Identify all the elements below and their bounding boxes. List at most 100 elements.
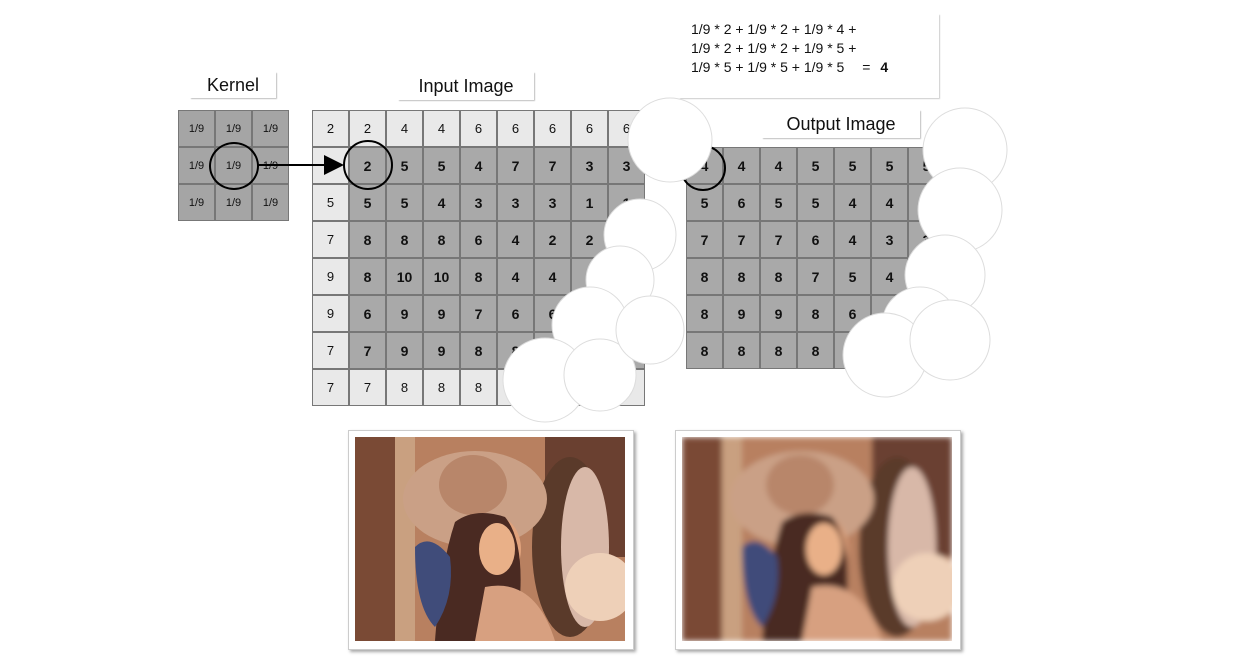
input-cell: 4 — [386, 110, 423, 147]
input-cell: 3 — [497, 184, 534, 221]
output-cell: 8 — [797, 332, 834, 369]
output-cell: 5 — [871, 147, 908, 184]
input-cell: 7 — [349, 369, 386, 406]
output-cell: 4 — [834, 184, 871, 221]
output-cell: 3 — [871, 221, 908, 258]
formula-box: 1/9 * 2 + 1/9 * 2 + 1/9 * 4 + 1/9 * 2 + … — [679, 14, 939, 98]
original-photo — [355, 437, 625, 641]
input-cell: 7 — [460, 295, 497, 332]
input-cell: 6 — [497, 110, 534, 147]
formula-result: 4 — [880, 59, 889, 75]
input-cell: 6 — [349, 295, 386, 332]
output-cell: 5 — [686, 184, 723, 221]
blurred-photo-frame — [675, 430, 961, 650]
input-cell: 10 — [386, 258, 423, 295]
input-cell: 7 — [349, 332, 386, 369]
output-cloud-mask — [842, 107, 1008, 398]
formula-line-2: 1/9 * 2 + 1/9 * 2 + 1/9 * 5 + — [691, 40, 857, 56]
kernel-cell: 1/9 — [215, 110, 252, 147]
input-cell: 7 — [312, 221, 349, 258]
output-cell: 4 — [760, 147, 797, 184]
input-cell: 3 — [571, 147, 608, 184]
output-cell: 8 — [686, 295, 723, 332]
kernel-cell: 1/9 — [215, 184, 252, 221]
output-cell: 5 — [834, 147, 871, 184]
formula-line-3: 1/9 * 5 + 1/9 * 5 + 1/9 * 5 = 4 — [691, 59, 889, 75]
output-cell: 5 — [834, 258, 871, 295]
output-cell: 6 — [723, 184, 760, 221]
input-cell: 9 — [423, 295, 460, 332]
input-cell: 9 — [312, 295, 349, 332]
input-focus-circle — [343, 140, 393, 190]
output-cell: 8 — [723, 332, 760, 369]
input-cell: 5 — [312, 184, 349, 221]
output-cell: 8 — [723, 258, 760, 295]
output-cell: 8 — [797, 295, 834, 332]
output-cell: 7 — [797, 258, 834, 295]
output-cell: 6 — [797, 221, 834, 258]
input-cell: 7 — [312, 369, 349, 406]
output-cell: 4 — [871, 184, 908, 221]
input-cell: 8 — [349, 258, 386, 295]
output-cell: 8 — [760, 332, 797, 369]
output-cell: 9 — [723, 295, 760, 332]
input-cell: 2 — [312, 110, 349, 147]
kernel-cell: 1/9 — [252, 184, 289, 221]
input-cell: 8 — [460, 369, 497, 406]
kernel-cell: 1/9 — [178, 110, 215, 147]
input-cell: 3 — [534, 184, 571, 221]
output-cell: 5 — [797, 147, 834, 184]
output-cell: 4 — [723, 147, 760, 184]
input-cell: 6 — [460, 221, 497, 258]
formula-line-1: 1/9 * 2 + 1/9 * 2 + 1/9 * 4 + — [691, 21, 857, 37]
kernel-cell: 1/9 — [178, 147, 215, 184]
input-cell: 8 — [386, 221, 423, 258]
output-cell: 7 — [760, 221, 797, 258]
input-cell: 5 — [386, 184, 423, 221]
input-cloud-mask — [502, 97, 713, 423]
input-cell: 4 — [534, 258, 571, 295]
output-cell: 8 — [760, 258, 797, 295]
input-cell: 7 — [534, 147, 571, 184]
original-photo-frame — [348, 430, 634, 650]
input-cell: 4 — [460, 147, 497, 184]
input-cell: 9 — [312, 258, 349, 295]
output-cell: 8 — [686, 332, 723, 369]
input-cell: 6 — [460, 110, 497, 147]
input-cell: 6 — [571, 110, 608, 147]
input-cell: 3 — [460, 184, 497, 221]
input-cell: 2 — [534, 221, 571, 258]
input-cell: 8 — [423, 369, 460, 406]
input-cell: 4 — [497, 258, 534, 295]
output-cell: 8 — [686, 258, 723, 295]
input-cell: 6 — [497, 295, 534, 332]
kernel-cell: 1/9 — [178, 184, 215, 221]
output-cell: 4 — [834, 221, 871, 258]
input-cell: 8 — [423, 221, 460, 258]
input-cell: 8 — [460, 332, 497, 369]
input-cell: 8 — [386, 369, 423, 406]
input-cell: 5 — [423, 147, 460, 184]
input-cell: 9 — [386, 332, 423, 369]
input-cell: 4 — [423, 184, 460, 221]
input-cell: 1 — [571, 184, 608, 221]
input-cell: 6 — [534, 110, 571, 147]
output-cell: 5 — [760, 184, 797, 221]
input-cell: 4 — [497, 221, 534, 258]
input-image-label: Input Image — [398, 72, 534, 100]
output-cell: 7 — [686, 221, 723, 258]
input-cell: 10 — [423, 258, 460, 295]
kernel-cell: 1/9 — [252, 110, 289, 147]
formula-equals: = — [862, 59, 871, 75]
input-cell: 8 — [349, 221, 386, 258]
input-cell: 8 — [460, 258, 497, 295]
input-cell: 7 — [497, 147, 534, 184]
output-cell: 9 — [760, 295, 797, 332]
input-cell: 9 — [386, 295, 423, 332]
input-cell: 9 — [423, 332, 460, 369]
output-cell: 4 — [871, 258, 908, 295]
output-image-label: Output Image — [762, 110, 920, 138]
output-cell: 5 — [797, 184, 834, 221]
kernel-label: Kernel — [190, 72, 276, 98]
